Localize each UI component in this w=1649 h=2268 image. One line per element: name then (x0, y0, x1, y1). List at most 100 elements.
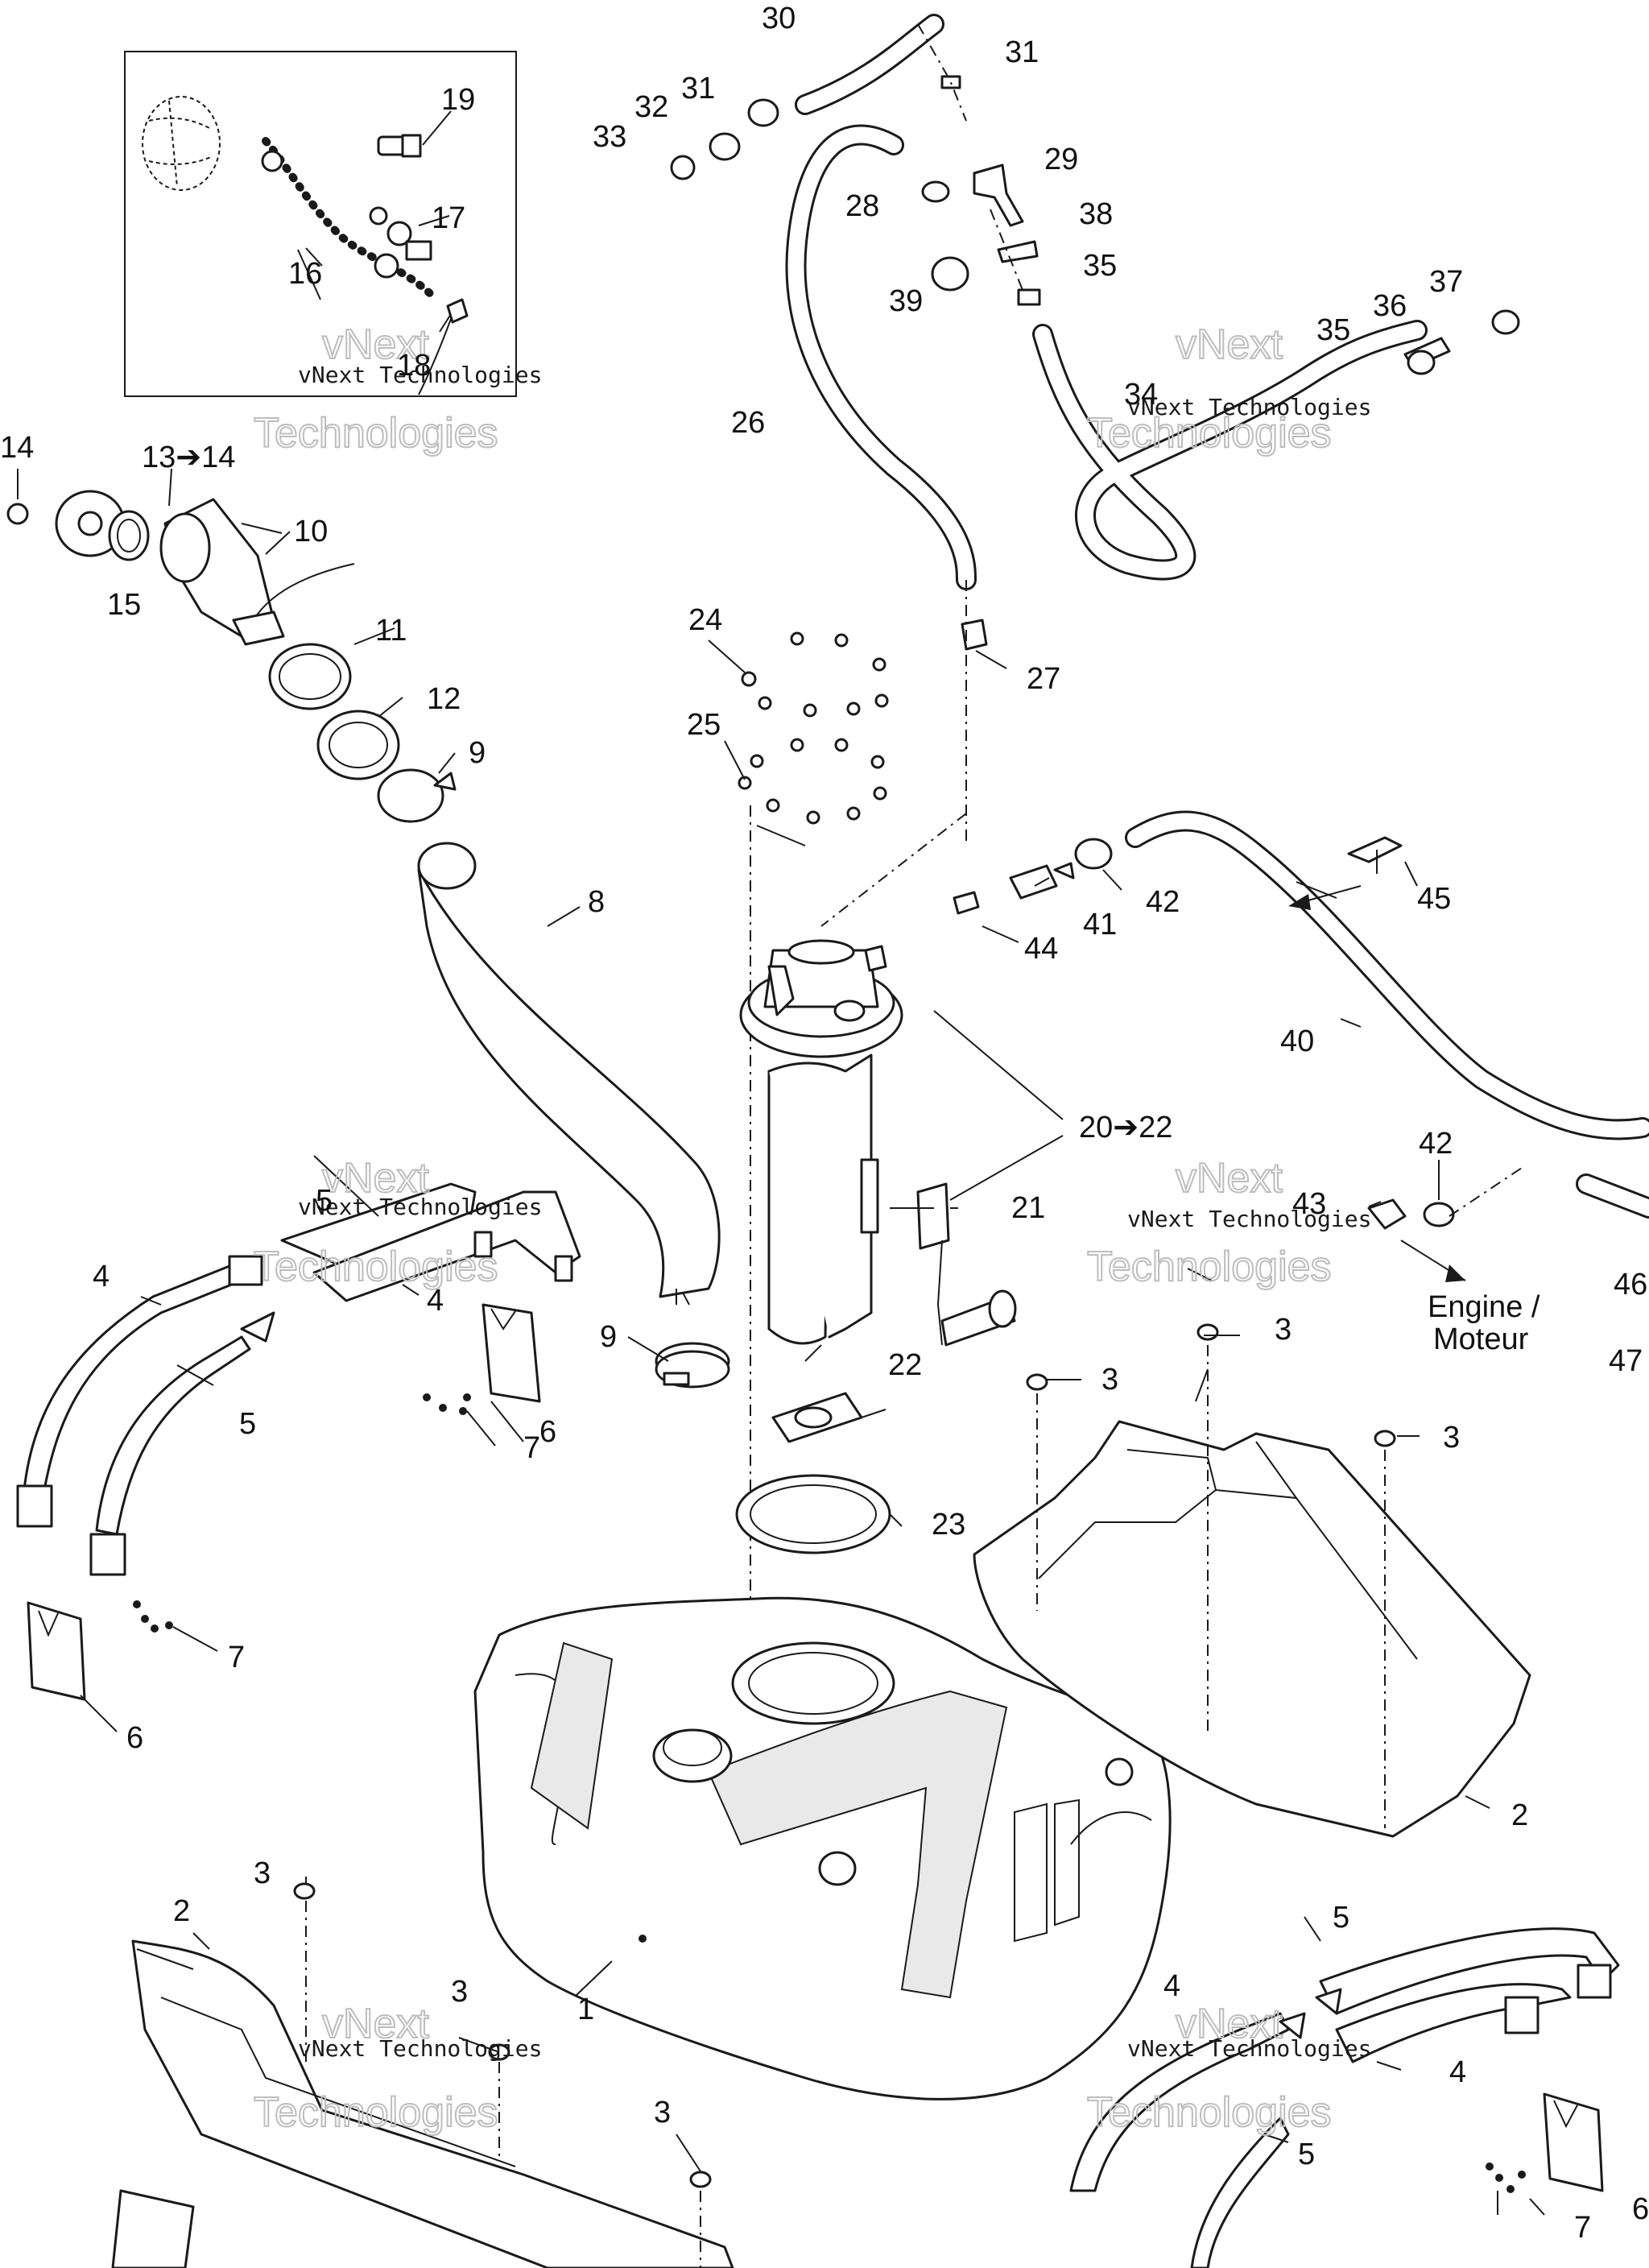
label-16: 16 (288, 257, 322, 291)
label-2-left: 2 (173, 1894, 190, 1928)
label-14-top: 14 (0, 431, 34, 465)
label-35-top: 35 (1083, 249, 1117, 283)
label-3-left-b: 3 (451, 1975, 468, 2009)
svg-text:vNext Technologies: vNext Technologies (298, 1194, 542, 1220)
label-32: 32 (634, 90, 668, 124)
label-21: 21 (1011, 1191, 1045, 1225)
label-3-shield-a: 3 (1275, 1313, 1292, 1347)
label-4-right-b: 4 (1449, 2055, 1466, 2089)
svg-text:Technologies: Technologies (254, 410, 498, 457)
label-33: 33 (593, 120, 626, 154)
svg-text:vNext: vNext (1176, 2001, 1283, 2047)
label-6-left: 6 (126, 1721, 143, 1755)
flow-arrows (1288, 885, 1466, 1282)
engine-label-line1: Engine / (1428, 1290, 1540, 1324)
label-35-right: 35 (1316, 313, 1350, 347)
label-5-left: 5 (239, 1407, 256, 1441)
label-3-shield-c: 3 (1443, 1421, 1460, 1455)
label-3-left-a: 3 (254, 1856, 271, 1890)
engine-label-line2: Moteur (1433, 1322, 1529, 1356)
svg-text:vNext: vNext (1176, 321, 1283, 368)
svg-text:Technologies: Technologies (1087, 410, 1332, 457)
label-28: 28 (845, 189, 879, 223)
bracket-6-left (27, 1600, 173, 1701)
label-31-right: 31 (1005, 35, 1039, 69)
label-42-top: 42 (1146, 885, 1180, 919)
svg-text:Technologies: Technologies (254, 1244, 498, 1290)
label-39: 39 (889, 284, 923, 318)
label-29: 29 (1044, 143, 1078, 176)
label-23: 23 (932, 1508, 965, 1542)
heat-shield-2-right (973, 1323, 1531, 1838)
fuel-tank-1 (473, 1596, 1172, 2100)
label-13-14: 13➔14 (142, 441, 235, 474)
svg-text:Technologies: Technologies (254, 2089, 498, 2136)
label-15: 15 (107, 588, 141, 622)
tank-straps-left (16, 1182, 581, 1576)
label-42-bottom: 42 (1419, 1127, 1453, 1161)
label-3-left-c: 3 (654, 2096, 671, 2129)
label-7-upper: 7 (523, 1431, 540, 1465)
svg-text:vNext: vNext (322, 1155, 429, 1202)
label-6-upper: 6 (539, 1415, 556, 1449)
label-4-upper: 4 (427, 1284, 444, 1318)
label-5-right-b: 5 (1298, 2138, 1315, 2171)
label-4-right-a: 4 (1163, 1969, 1180, 2003)
label-20-22: 20➔22 (1079, 1111, 1172, 1144)
label-5-top: 5 (316, 1184, 333, 1218)
svg-text:vNext Technologies: vNext Technologies (298, 2035, 542, 2062)
svg-text:vNext Technologies: vNext Technologies (298, 362, 542, 388)
tank-straps-right (1069, 1927, 1620, 2268)
label-30: 30 (762, 2, 796, 35)
watermarks: vNext Technologies vNext Technologies vN… (253, 321, 1371, 2137)
label-27: 27 (1027, 662, 1060, 696)
label-9-bottom: 9 (600, 1320, 617, 1354)
label-36: 36 (1373, 289, 1407, 323)
label-7-right: 7 (1574, 2211, 1591, 2245)
filler-neck-assembly (6, 490, 457, 823)
svg-text:vNext: vNext (322, 321, 429, 368)
label-40: 40 (1280, 1024, 1314, 1058)
svg-text:vNext: vNext (322, 2001, 429, 2047)
label-9-top: 9 (469, 736, 486, 770)
filler-hose-8 (417, 842, 721, 1306)
leader-lines (17, 110, 1545, 2216)
label-5-right-top: 5 (1333, 1901, 1349, 1935)
label-25: 25 (687, 708, 721, 742)
label-17: 17 (432, 201, 465, 235)
heat-shield-2-left (111, 1882, 734, 2268)
label-4-left: 4 (93, 1260, 110, 1293)
label-45: 45 (1417, 882, 1451, 916)
clamp-9-lower (655, 1342, 730, 1389)
label-7-left: 7 (228, 1641, 245, 1674)
fuel-pump-assembly (735, 631, 1649, 1675)
bolt-circle (738, 631, 889, 825)
label-11: 11 (375, 614, 407, 648)
label-34: 34 (1124, 378, 1158, 412)
label-38: 38 (1079, 197, 1113, 231)
label-10: 10 (294, 515, 328, 548)
label-31-left: 31 (681, 72, 715, 106)
label-3-shield-b: 3 (1101, 1363, 1118, 1397)
rivet-3-group (1026, 1323, 1396, 1447)
label-24: 24 (688, 603, 722, 637)
fuel-cap-inset (124, 51, 517, 397)
label-47: 47 (1609, 1344, 1643, 1378)
svg-text:vNext Technologies: vNext Technologies (1127, 1206, 1371, 1232)
label-8: 8 (588, 885, 605, 919)
label-6-right: 6 (1632, 2192, 1649, 2226)
svg-text:vNext: vNext (1176, 1155, 1283, 1202)
label-43: 43 (1292, 1187, 1326, 1221)
svg-text:vNext Technologies: vNext Technologies (1127, 2035, 1371, 2062)
svg-text:Technologies: Technologies (1087, 2089, 1332, 2136)
label-1: 1 (577, 1993, 594, 2026)
label-18: 18 (397, 349, 431, 383)
label-2-right: 2 (1511, 1798, 1528, 1832)
label-41: 41 (1083, 908, 1117, 942)
label-19: 19 (441, 83, 475, 117)
vent-lines (670, 14, 1520, 846)
label-37: 37 (1429, 265, 1463, 299)
svg-text:Technologies: Technologies (1087, 1244, 1332, 1290)
